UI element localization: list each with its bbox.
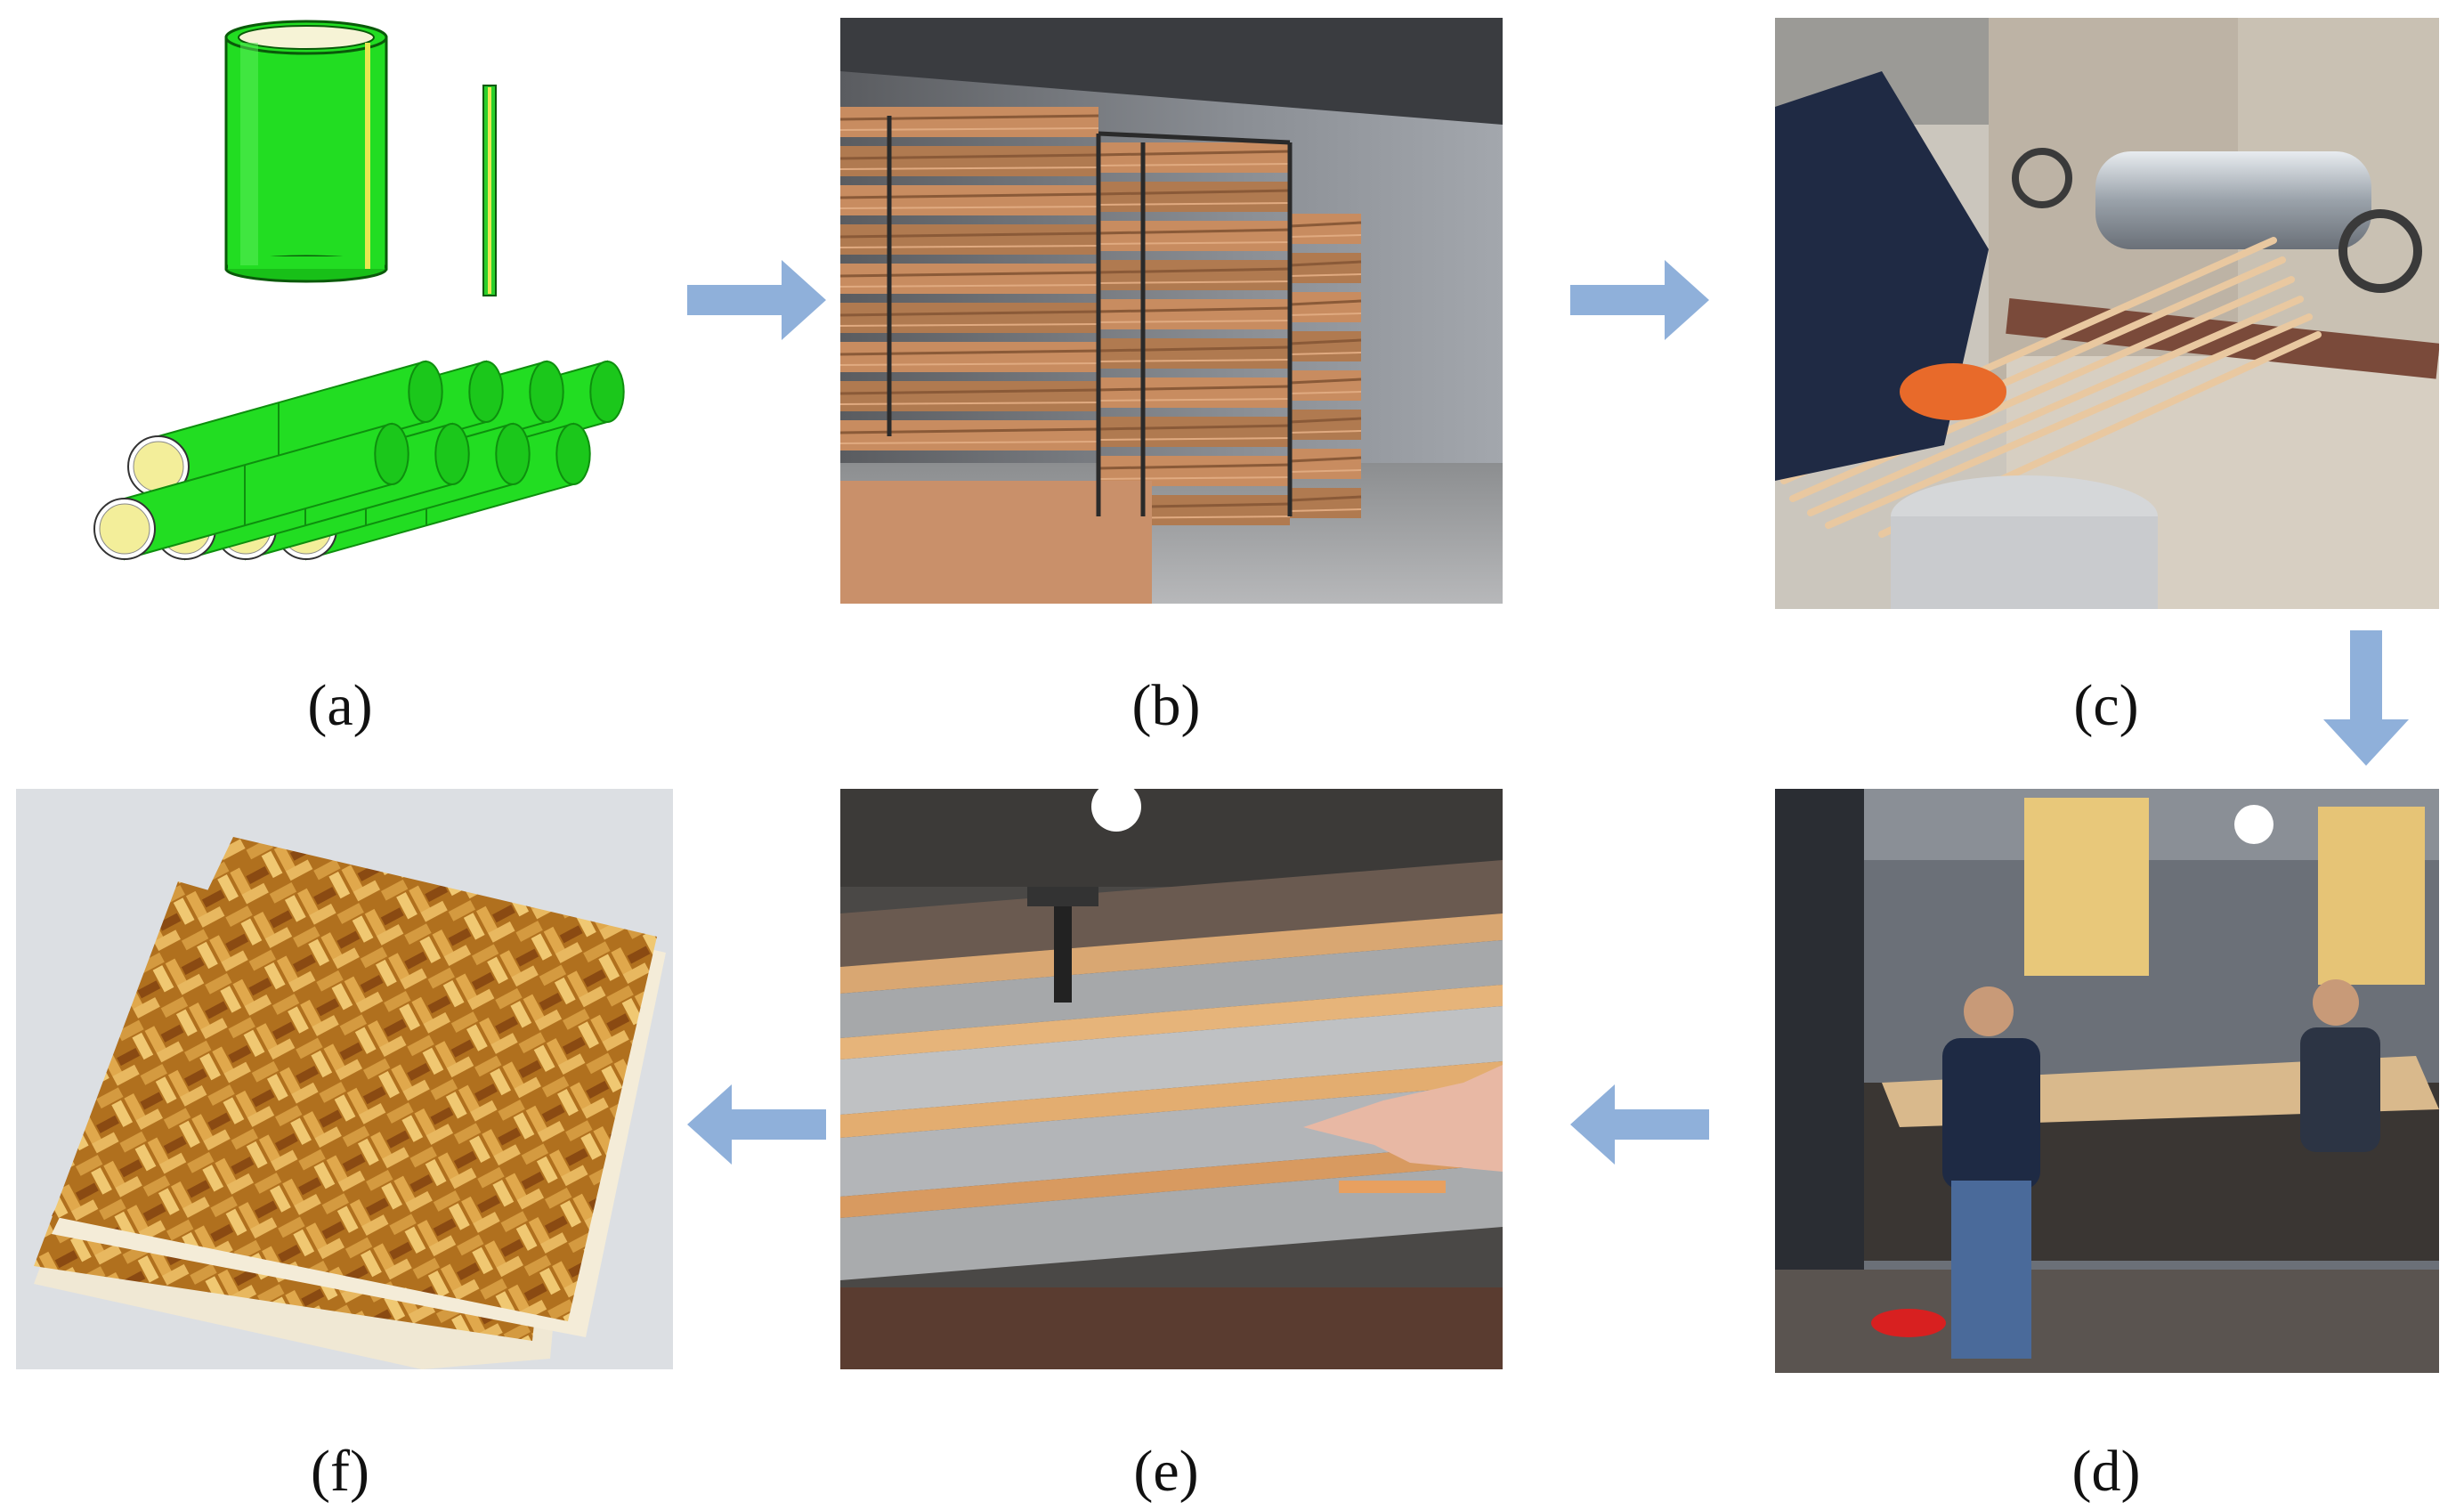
- bamboo-tube: [224, 20, 388, 283]
- arrow-b-to-c: [1570, 260, 1709, 340]
- drying-rack-stacks: [840, 107, 1362, 604]
- bamboo-culm-drawing: [93, 20, 625, 561]
- arrow-e-to-f: [687, 1084, 826, 1165]
- bamboo-bundle: [93, 360, 625, 561]
- arrow-d-to-e: [1570, 1084, 1709, 1165]
- bamboo-strip: [482, 85, 497, 296]
- machine-roller: [2012, 148, 2422, 293]
- glove: [1900, 363, 2006, 420]
- panel-f-finished-bamboo-board: [16, 789, 673, 1369]
- panel-d-mat-weaving-workshop: [1775, 789, 2439, 1373]
- panel-e-hot-press: [840, 789, 1503, 1369]
- label-b: (b): [1131, 673, 1201, 738]
- worker-right: [2300, 979, 2380, 1152]
- label-a: (a): [307, 673, 373, 738]
- panel-b-drying-kiln: [840, 18, 1503, 604]
- panel-c-strip-rolling-machine: [1775, 18, 2439, 609]
- label-d: (d): [2071, 1439, 2141, 1504]
- label-e: (e): [1133, 1439, 1199, 1504]
- upper-board: [52, 837, 666, 1337]
- rack-frames: [887, 116, 1293, 516]
- arrow-a-to-b: [687, 260, 826, 340]
- press-plates-and-boards: [840, 860, 1503, 1280]
- label-c: (c): [2073, 673, 2139, 738]
- worker-left: [1942, 986, 2040, 1359]
- panel-a-bamboo-illustration: [71, 16, 641, 604]
- label-f: (f): [311, 1439, 369, 1504]
- red-stool: [1871, 1309, 1946, 1337]
- pointing-hand: [1303, 1065, 1503, 1172]
- arrow-c-to-d: [2323, 630, 2409, 766]
